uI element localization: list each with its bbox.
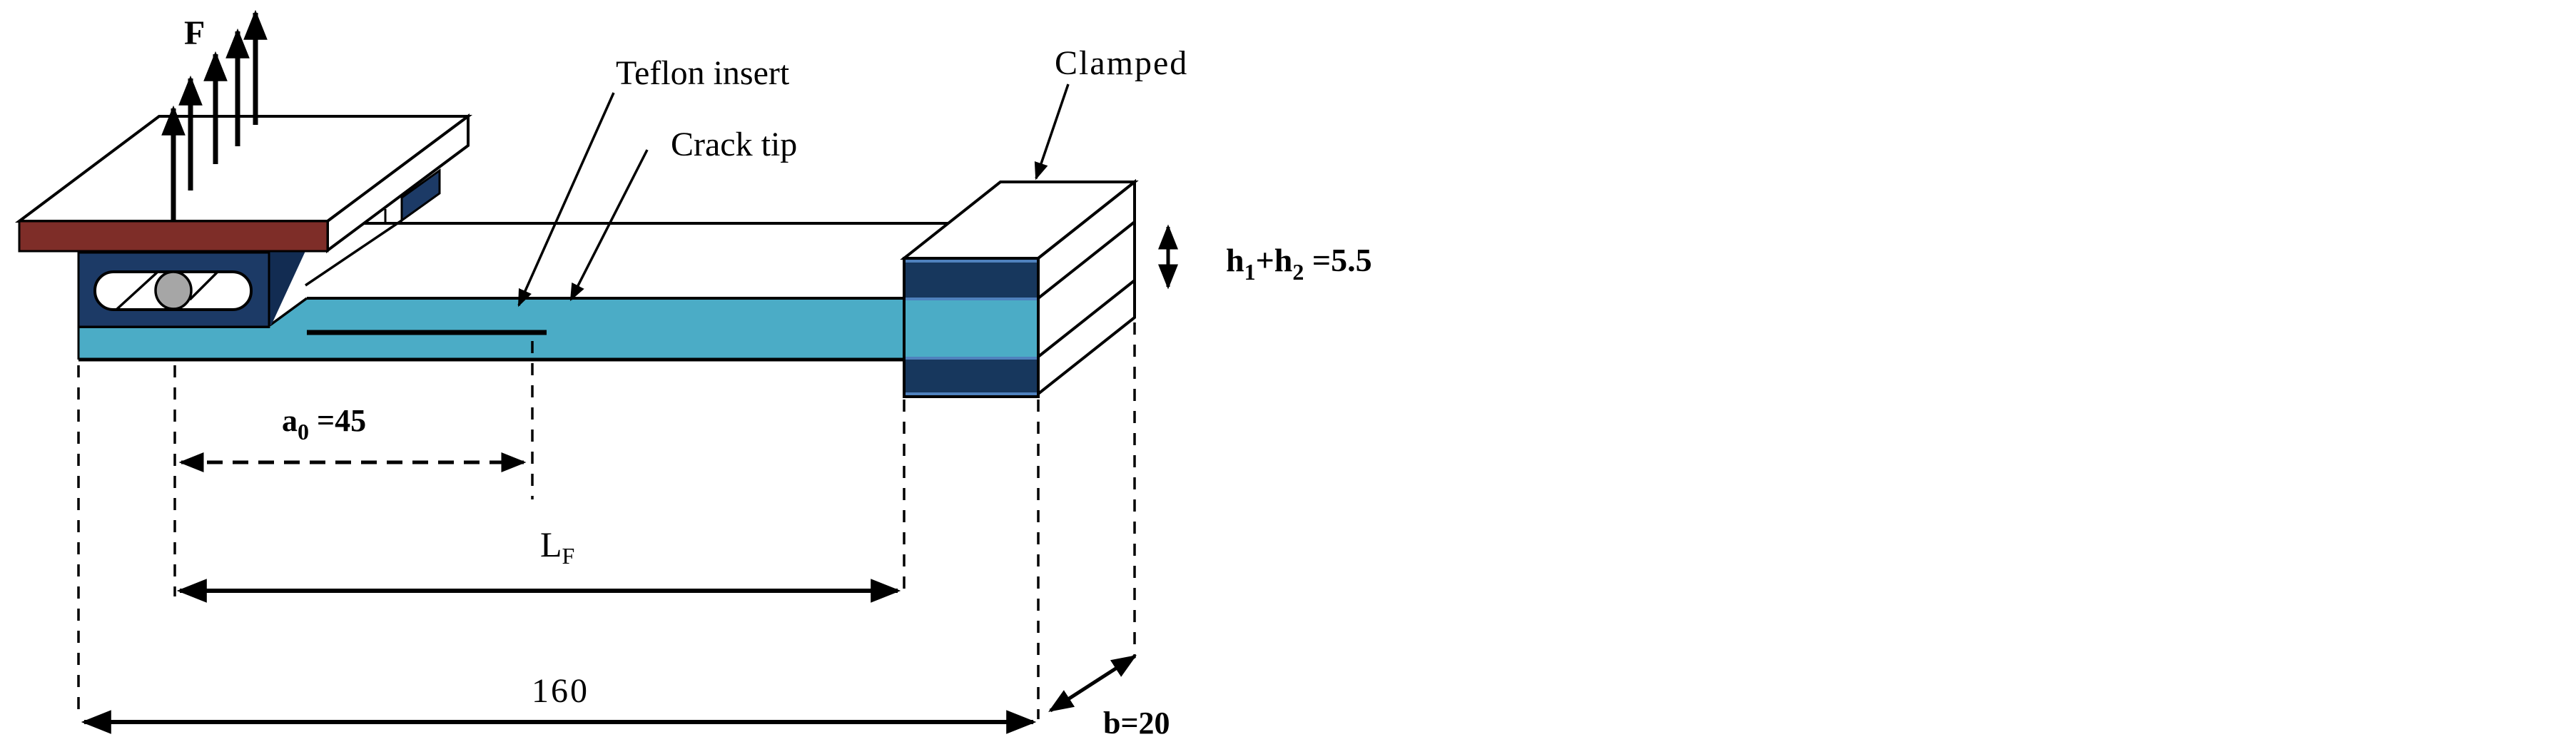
strip-edge-bottom xyxy=(904,392,1038,397)
roller-pin xyxy=(154,270,193,310)
a0-label: a0 =45 xyxy=(282,403,366,444)
width-dimension-arrow xyxy=(1048,654,1137,713)
load-block-assembly xyxy=(15,113,473,328)
width-label: b=20 xyxy=(1103,706,1170,741)
load-plate-front-face xyxy=(18,220,329,253)
total-length-label: 160 xyxy=(532,672,589,710)
clamp-block xyxy=(900,178,1139,398)
clamped-leader xyxy=(1034,83,1070,181)
lf-label: LF xyxy=(540,524,574,569)
crack-tip-label: Crack tip xyxy=(671,126,797,163)
strip-edge-top xyxy=(904,258,1038,263)
adhesive-strip xyxy=(904,300,1038,357)
teflon-leader xyxy=(517,92,615,308)
extension-lines xyxy=(77,322,1136,719)
upper-adherend-strip xyxy=(904,263,1038,298)
hinge-block-back-corner xyxy=(400,168,441,223)
teflon-insert-label: Teflon insert xyxy=(616,54,790,92)
strip-edge-mid-upper xyxy=(904,298,1038,300)
hinge-block-back-edge xyxy=(305,219,402,287)
force-arrows xyxy=(161,9,268,221)
lower-adherend-strip xyxy=(904,360,1038,392)
clamp-side-divider-lower xyxy=(1037,279,1136,358)
thickness-label: h1+h2 =5.5 xyxy=(1226,242,1372,285)
strip-edge-mid-lower xyxy=(904,357,1038,360)
force-label: F xyxy=(184,14,205,52)
slot-hatch-right xyxy=(188,270,220,301)
clamp-side-divider-upper xyxy=(1037,220,1136,300)
leader-lines xyxy=(517,83,1070,308)
slot-hatch-left xyxy=(115,271,158,311)
hinge-block-side-face xyxy=(269,251,305,325)
beam-depth-edge xyxy=(268,297,308,327)
crack-tip-leader xyxy=(569,149,649,302)
clamp-front-outline xyxy=(903,257,1040,398)
lower-arm-surface xyxy=(78,298,904,360)
clamped-label: Clamped xyxy=(1055,44,1188,82)
